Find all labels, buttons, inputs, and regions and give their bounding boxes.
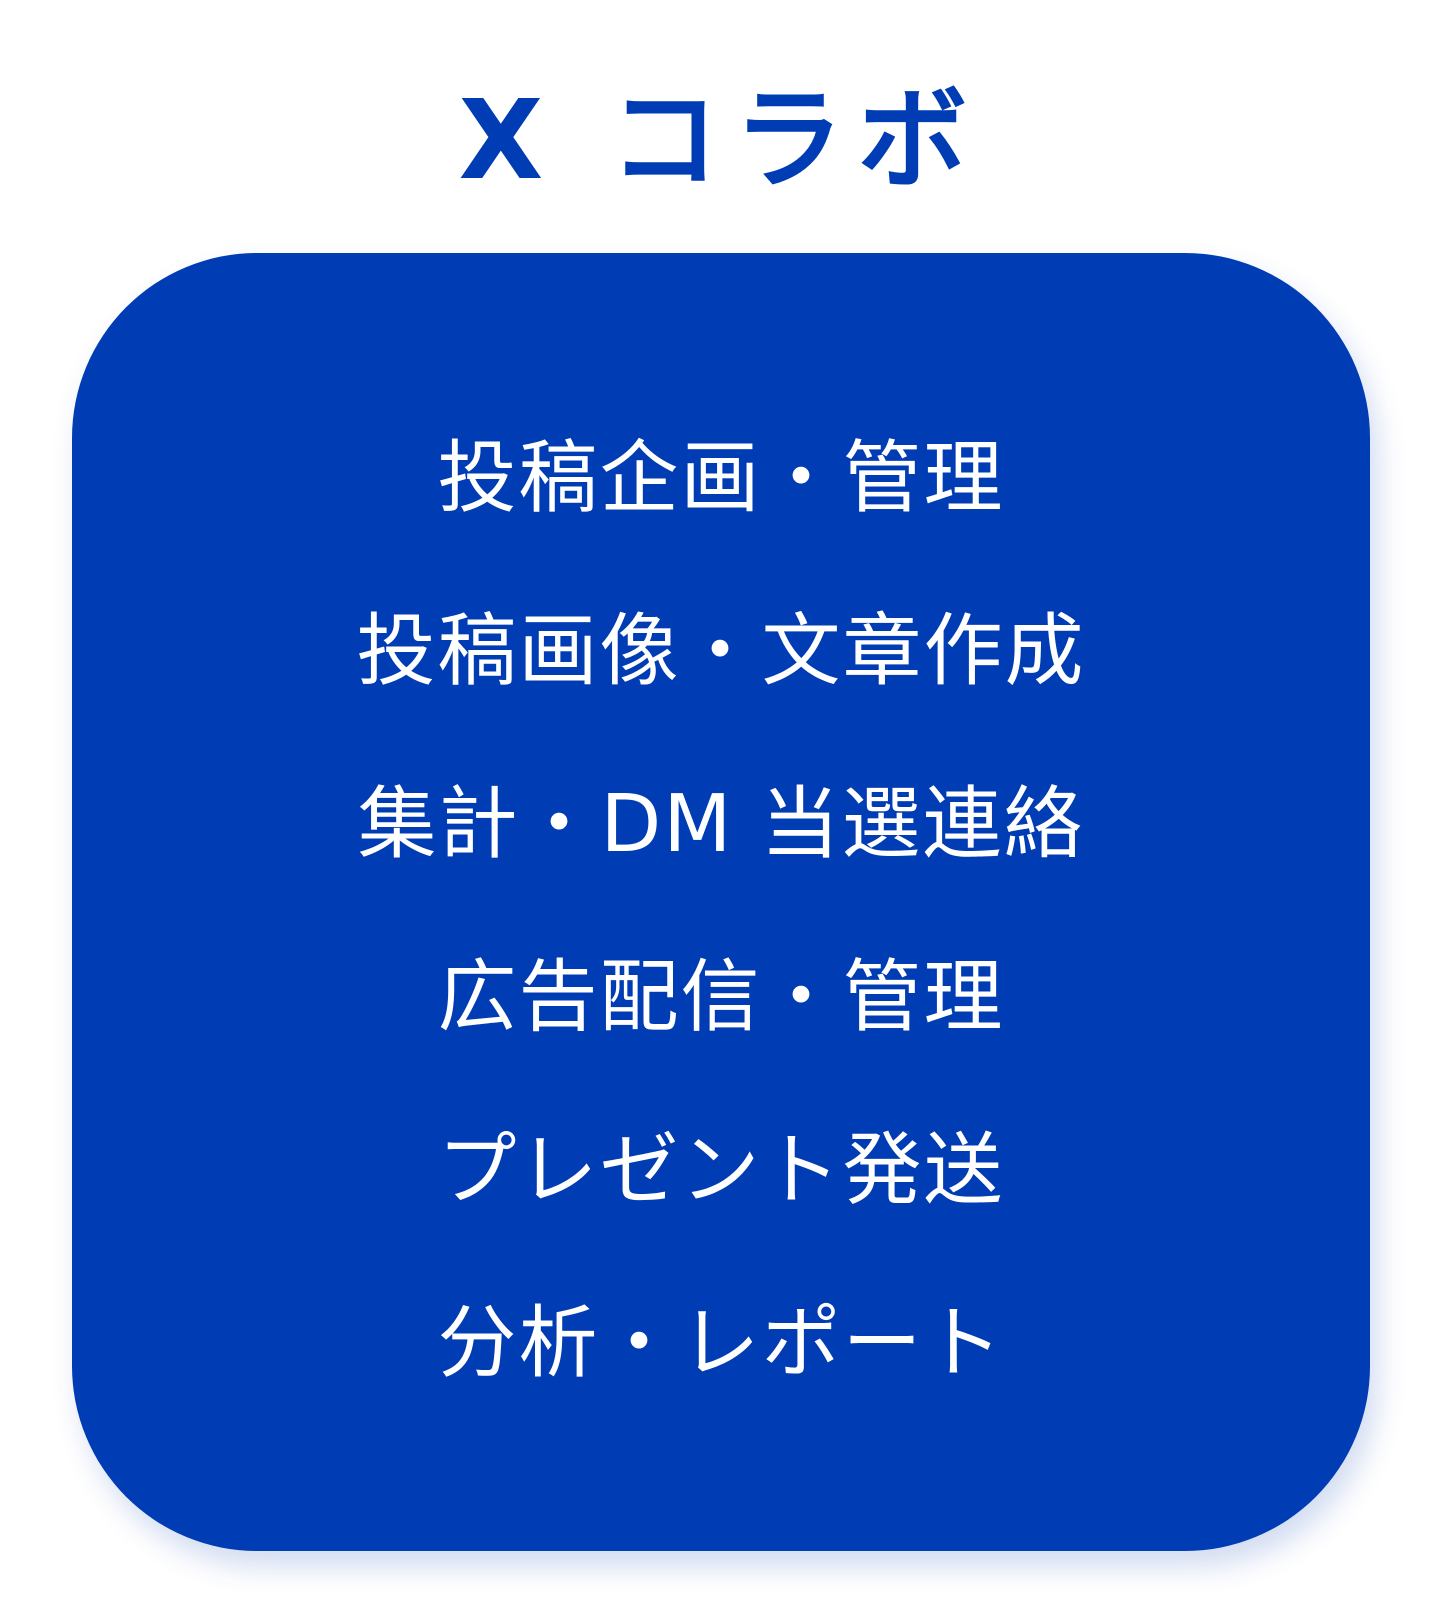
service-item-ads: 広告配信・管理 bbox=[437, 951, 1005, 1043]
service-item-planning: 投稿企画・管理 bbox=[437, 432, 1005, 524]
services-card: 投稿企画・管理 投稿画像・文章作成 集計・DM 当選連絡 広告配信・管理 プレゼ… bbox=[72, 253, 1370, 1551]
service-item-tally-dm: 集計・DM 当選連絡 bbox=[357, 778, 1085, 870]
services-list: 投稿企画・管理 投稿画像・文章作成 集計・DM 当選連絡 広告配信・管理 プレゼ… bbox=[72, 418, 1370, 1456]
service-item-content-creation: 投稿画像・文章作成 bbox=[356, 605, 1086, 697]
service-item-report: 分析・レポート bbox=[437, 1297, 1005, 1389]
service-item-gift-shipping: プレゼント発送 bbox=[437, 1124, 1005, 1216]
page-title: X コラボ bbox=[458, 76, 982, 204]
